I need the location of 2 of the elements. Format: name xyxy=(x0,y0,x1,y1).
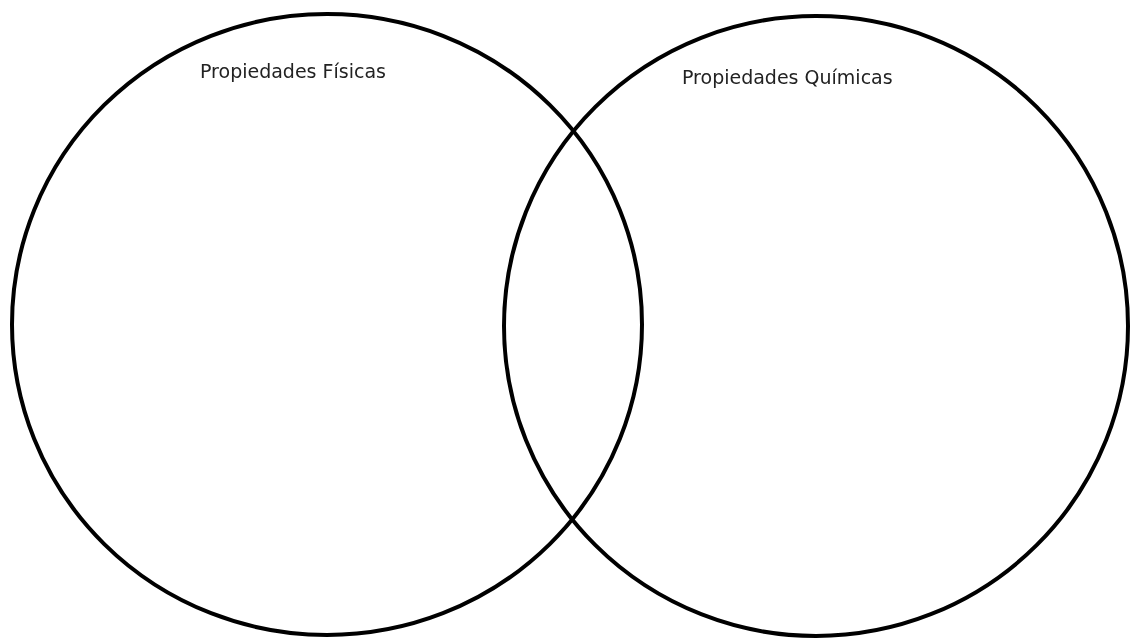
set-title: Propiedades Químicas xyxy=(682,66,893,88)
set-title: Propiedades Físicas xyxy=(200,60,386,82)
